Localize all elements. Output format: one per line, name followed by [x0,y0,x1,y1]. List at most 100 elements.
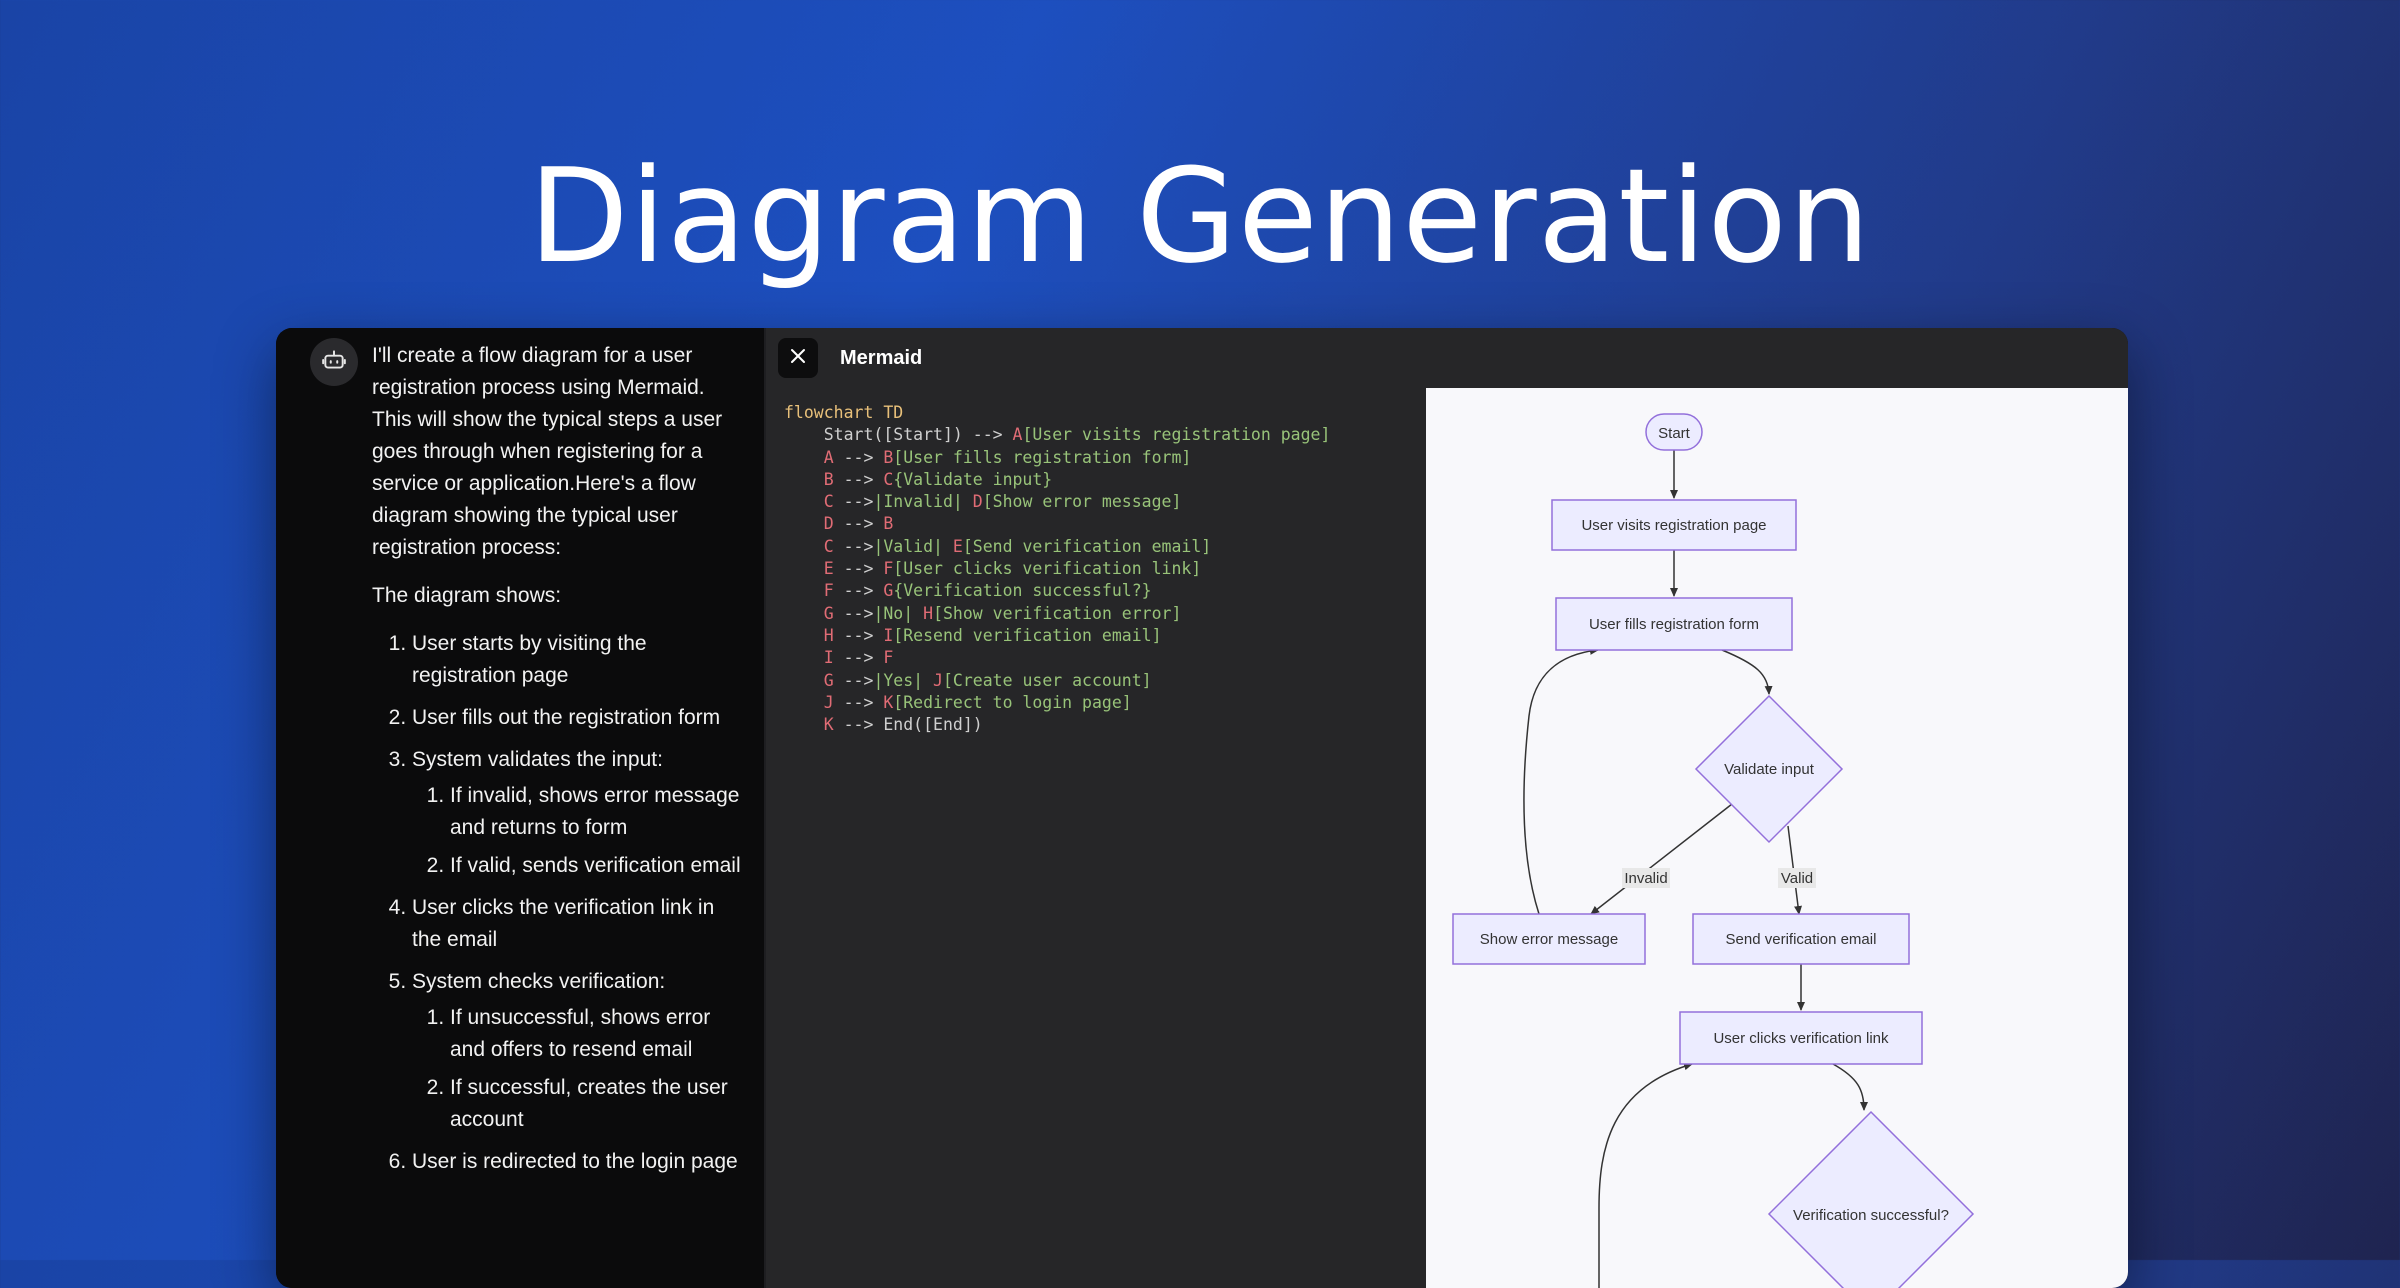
step-text: User is redirected to the login page [412,1150,738,1173]
code-line: flowchart TD [784,402,1424,424]
code-token: H [823,625,834,645]
code-token: G [823,603,834,623]
node-send-label: Send verification email [1726,931,1877,948]
code-token: F [883,559,894,579]
node-verify [1767,1110,1975,1288]
code-line: H --> I[Resend verification email] [784,625,1424,647]
code-line: C -->|Invalid| D[Show error message] [784,491,1424,513]
sub-steps-list: If unsuccessful, shows error and offers … [412,1002,744,1136]
code-line: C -->|Valid| E[Send verification email] [784,536,1424,558]
code-token: D [972,492,983,512]
step-item: System validates the input: If invalid, s… [412,744,744,882]
code-token: K [883,692,894,712]
code-token: [User fills registration form] [893,447,1192,467]
bot-avatar [310,338,358,386]
node-validate [1694,694,1844,844]
code-token: --> [833,581,884,601]
page-title: Diagram Generation [528,140,1872,292]
step-text: User starts by visiting the registration… [412,632,647,687]
code-token [784,715,824,734]
code-token: --> [833,648,884,668]
code-token: --> [833,692,884,712]
step-text: System checks verification: [412,970,666,993]
code-token: --> [833,447,884,467]
node-verify-label: Verification successful? [1793,1207,1949,1224]
step-text: System validates the input: [412,748,663,771]
code-token: --> [833,514,884,534]
step-item: User starts by visiting the registration… [412,628,744,692]
chat-panel: I'll create a flow diagram for a user re… [276,328,766,1288]
step-text: User fills out the registration form [412,706,721,729]
code-line: F --> G{Verification successful?} [784,580,1424,602]
code-token [784,581,824,600]
node-start [1645,413,1703,451]
code-token: C [883,469,894,489]
artifact-panel: Mermaid flowchart TD Start([Start]) --> … [766,328,2128,1288]
code-token: E [823,559,834,579]
code-token: --> [833,559,884,579]
assistant-message: I'll create a flow diagram for a user re… [372,340,744,1188]
code-token: --> [833,715,884,735]
code-token: G [883,581,894,601]
node-send [1692,913,1910,965]
code-token: A [1012,425,1023,445]
code-token: |Yes| [873,670,924,690]
code-token: H [923,603,934,623]
sub-step-item: If invalid, shows error message and retu… [450,780,744,844]
code-token [784,448,824,467]
message-shows-label: The diagram shows: [372,584,562,607]
code-token: --> [833,670,874,690]
code-token: [Send verification email] [962,536,1212,556]
code-token [784,671,824,690]
code-token: [User visits registration page] [1022,425,1331,445]
step-item: User is redirected to the login page [412,1146,744,1178]
code-token: B [883,447,894,467]
node-fill-label: User fills registration form [1589,616,1759,633]
code-token: E [952,536,963,556]
code-token: Start([Start]) --> [823,425,1013,445]
code-token [784,425,824,444]
code-token: I [883,625,894,645]
edge-error-fill [1523,646,1599,915]
message-intro: I'll create a flow diagram for a user re… [372,344,723,559]
code-token: K [823,715,834,735]
node-validate-label: Validate input [1724,761,1815,778]
code-token [784,470,824,489]
node-error-label: Show error message [1480,931,1618,948]
code-token: flowchart TD [784,403,904,422]
code-line: I --> F [784,647,1424,669]
code-token [784,604,824,623]
code-token: J [823,692,834,712]
code-token [784,693,824,712]
code-token [913,604,923,623]
robot-icon [321,347,347,378]
step-item: User clicks the verification link in the… [412,892,744,956]
code-line: D --> B [784,513,1424,535]
code-token: --> [833,469,884,489]
code-token: End([End]) [883,715,983,735]
code-token: [User clicks verification link] [893,559,1202,579]
close-button[interactable] [778,338,818,378]
node-click-label: User clicks verification link [1713,1030,1889,1047]
code-token: {Verification successful?} [893,581,1152,601]
mermaid-code: flowchart TD Start([Start]) --> A[User v… [784,402,1424,736]
code-token: B [883,514,894,534]
code-token: [Show error message] [982,492,1182,512]
code-token [784,626,824,645]
code-token: F [823,581,834,601]
step-text: User clicks the verification link in the… [412,896,715,951]
code-token: D [823,514,834,534]
code-line: E --> F[User clicks verification link] [784,558,1424,580]
code-token: --> [833,536,874,556]
code-token: --> [833,603,874,623]
code-token [784,492,824,511]
flowchart: Start User visits registration page User… [1452,413,1975,1288]
sub-steps-list: If invalid, shows error message and retu… [412,780,744,882]
diagram-preview: Start User visits registration page User… [1426,388,2128,1288]
code-line: G -->|No| H[Show verification error] [784,603,1424,625]
edge-back-to-click [1598,1062,1693,1288]
code-token: I [823,648,834,668]
code-token [943,537,953,556]
code-token: A [823,447,834,467]
node-start-label: Start [1658,425,1691,442]
